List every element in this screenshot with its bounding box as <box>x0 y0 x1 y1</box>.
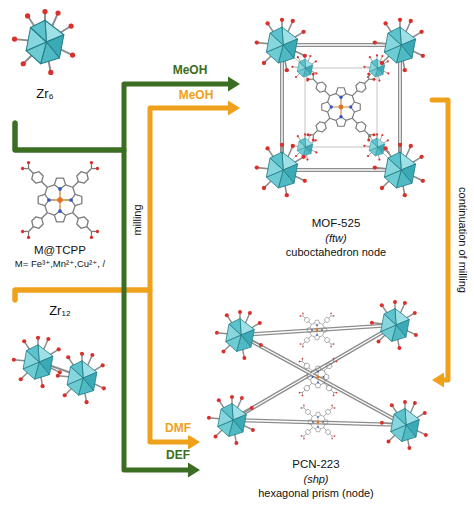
arrowhead <box>228 77 240 92</box>
cluster-node: Zr₆ <box>5 5 85 123</box>
node-label: (shp) <box>303 473 328 486</box>
solvent-label: MeOH <box>172 64 209 77</box>
zr12-cluster <box>12 336 106 404</box>
solvent-label: continuation of milling <box>457 186 469 294</box>
zr6-cluster <box>12 9 75 75</box>
framework-node: PCN-223 (shp)hexagonal prism (node) <box>200 295 432 507</box>
reaction-arrow <box>15 290 190 442</box>
process-label: milling <box>131 203 143 236</box>
reaction-arrow <box>15 84 230 150</box>
solvent-label: DMF <box>164 422 192 435</box>
node-label: MOF-525 <box>312 217 361 230</box>
reaction-arrow-group <box>15 123 200 478</box>
arrowhead <box>432 373 444 388</box>
reaction-arrow <box>432 100 448 380</box>
framework-node: MOF-525 (ftw)cuboctahedron node <box>240 5 432 263</box>
solvent-label: DEF <box>165 449 191 462</box>
node-label: PCN-223 <box>292 458 339 471</box>
node-label: M= Fe³⁺,Mn²⁺,Cu²⁺, / <box>15 259 105 270</box>
arrowhead <box>228 101 240 116</box>
reaction-arrow-group <box>15 77 240 151</box>
node-label: hexagonal prism (node) <box>258 487 374 500</box>
mof-525-framework <box>255 18 425 198</box>
reaction-arrow-group <box>432 100 448 388</box>
cluster-node: Zr₁₂ <box>5 300 115 425</box>
solvent-label: MeOH <box>178 89 215 102</box>
reaction-arrow-group <box>15 290 200 450</box>
linker-node: M@TCPP M= Fe³⁺,Mn²⁺,Cu²⁺, / <box>2 158 118 282</box>
node-label: M@TCPP <box>34 244 86 257</box>
node-label: cuboctahedron node <box>286 246 386 259</box>
node-label: Zr₁₂ <box>49 304 71 319</box>
reaction-arrow <box>15 123 190 470</box>
arrowhead <box>188 435 200 450</box>
porphyrin-linker <box>21 161 99 239</box>
arrowhead <box>188 463 200 478</box>
pcn-223-framework <box>207 300 428 450</box>
node-label: (ftw) <box>325 232 346 245</box>
node-label: Zr₆ <box>36 87 54 102</box>
reaction-arrow-group <box>15 101 240 301</box>
